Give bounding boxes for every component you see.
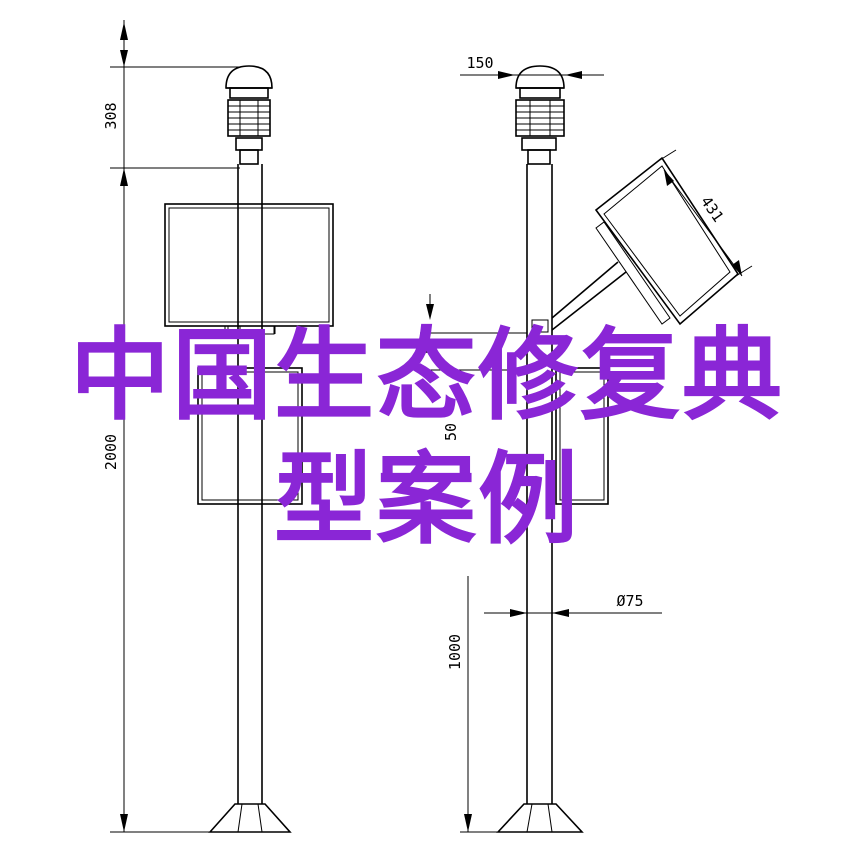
dim-diameter-label: Ø75 [616,592,643,610]
left-sensor [225,65,273,165]
right-solar-panel [594,156,740,326]
left-control-box [197,367,303,505]
right-view [420,65,753,833]
right-control-box [555,367,609,505]
overlay-title-line-2: 型案例 [274,441,580,558]
dim-1000-label: 1000 [446,634,464,670]
dim-2000-label: 2000 [102,434,120,470]
left-solar-panel [164,203,334,327]
left-view [110,20,334,833]
dim-308-label: 308 [102,102,120,129]
dim-mid-b-label: 50 [442,423,460,441]
overlay-title-line-1: 中国生态修复典 [70,317,784,434]
right-sensor [515,65,565,165]
dim-mid-a-label: 10 [418,339,436,357]
dim-150-label: 150 [466,54,493,72]
